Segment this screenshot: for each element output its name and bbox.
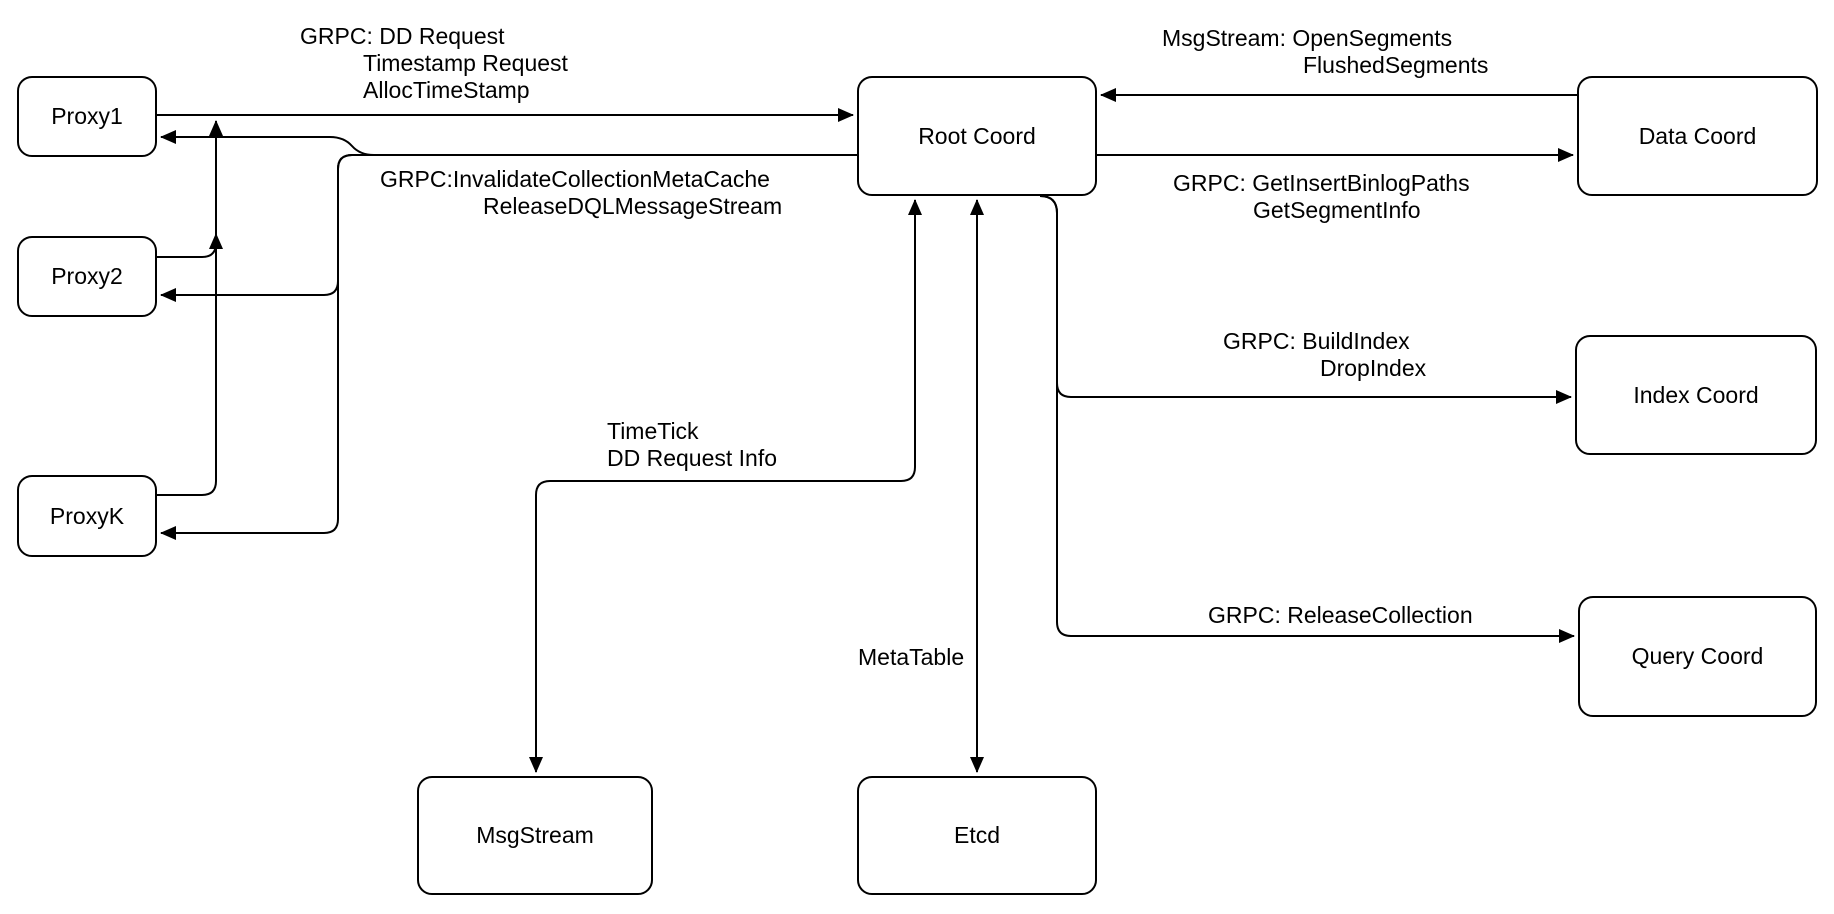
node-query-coord-label: Query Coord <box>1631 643 1764 669</box>
node-proxy2: Proxy2 <box>17 236 157 317</box>
node-proxy1: Proxy1 <box>17 76 157 157</box>
label-line: AllocTimeStamp <box>363 77 530 103</box>
edge-root-coord-to-proxyk <box>160 154 857 540</box>
label-line: TimeTick <box>607 418 699 444</box>
label-root-to-msgstream: TimeTick DD Request Info <box>607 418 777 472</box>
node-etcd-label: Etcd <box>953 822 1001 848</box>
node-proxy2-label: Proxy2 <box>51 263 123 289</box>
label-line: MetaTable <box>858 644 965 670</box>
node-etcd: Etcd <box>857 776 1097 895</box>
node-proxyk-label: ProxyK <box>49 502 125 529</box>
label-line: GRPC: DD Request <box>300 23 505 49</box>
node-proxyk: ProxyK <box>17 475 157 557</box>
label-line: GRPC:InvalidateCollectionMetaCache <box>380 166 770 192</box>
label-data-to-root: MsgStream: OpenSegments FlushedSegments <box>1162 25 1488 79</box>
node-proxy1-label: Proxy1 <box>51 103 123 129</box>
node-data-coord-label: Data Coord <box>1638 122 1757 149</box>
label-line: GRPC: ReleaseCollection <box>1208 602 1473 628</box>
label-proxy-to-root: GRPC: DD Request Timestamp Request Alloc… <box>300 23 568 104</box>
label-root-to-index: GRPC: BuildIndex DropIndex <box>1223 328 1426 382</box>
node-msgstream: MsgStream <box>417 776 653 895</box>
edge-root-coord-to-proxy1 <box>160 130 857 156</box>
label-line: DD Request Info <box>607 445 778 471</box>
label-line: DropIndex <box>1320 355 1427 381</box>
label-line: FlushedSegments <box>1303 52 1489 78</box>
node-query-coord: Query Coord <box>1578 596 1817 717</box>
edge-proxy2-merge-up <box>157 233 223 258</box>
label-root-to-proxies: GRPC:InvalidateCollectionMetaCache Relea… <box>380 166 782 220</box>
label-root-to-etcd: MetaTable <box>858 644 964 671</box>
label-root-to-data: GRPC: GetInsertBinlogPaths GetSegmentInf… <box>1173 170 1470 224</box>
label-line: GRPC: BuildIndex <box>1223 328 1410 354</box>
label-line: ReleaseDQLMessageStream <box>483 193 783 219</box>
edge-root-coord-to-query-coord <box>1039 195 1575 643</box>
node-index-coord-label: Index Coord <box>1633 381 1759 408</box>
label-line: MsgStream: OpenSegments <box>1162 25 1453 51</box>
node-root-coord: Root Coord <box>857 76 1097 196</box>
node-msgstream-label: MsgStream <box>476 822 594 848</box>
node-root-coord-label: Root Coord <box>918 122 1036 149</box>
edge-proxyk-merge-up <box>157 120 223 496</box>
edge-root-coord-msgstream <box>529 199 922 773</box>
label-line: GRPC: GetInsertBinlogPaths <box>1173 170 1470 196</box>
node-index-coord: Index Coord <box>1575 335 1817 455</box>
node-data-coord: Data Coord <box>1577 76 1818 196</box>
label-line: Timestamp Request <box>363 50 568 76</box>
label-line: GetSegmentInfo <box>1253 197 1421 223</box>
label-root-to-query: GRPC: ReleaseCollection <box>1208 602 1473 629</box>
